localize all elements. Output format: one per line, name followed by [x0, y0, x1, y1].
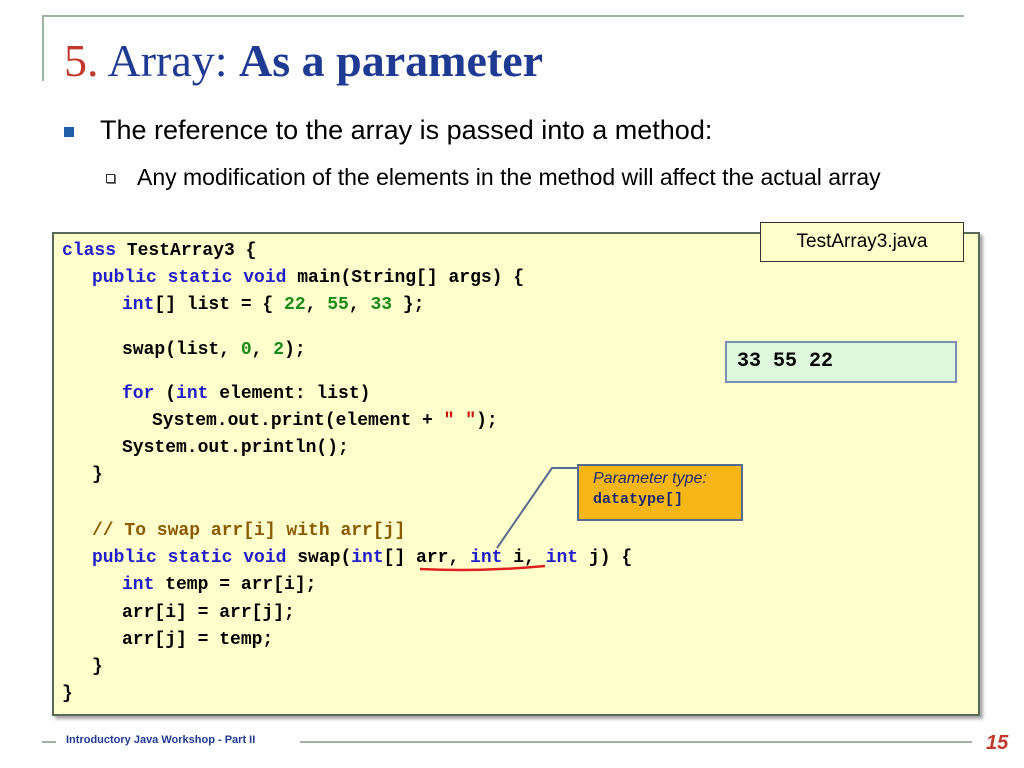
- code-line: }: [62, 684, 73, 704]
- code-box: [52, 232, 980, 716]
- underline-mark: [419, 564, 546, 572]
- code-line: public static void swap(int[] arr, int i…: [92, 549, 632, 567]
- code-text: );: [284, 340, 306, 360]
- code-text: [] arr,: [383, 548, 471, 568]
- code-text: System.out.print(element +: [152, 411, 444, 431]
- code-line: System.out.println();: [122, 438, 349, 458]
- code-line: swap(list, 0, 2);: [122, 341, 306, 359]
- code-text: temp = arr[i];: [154, 575, 317, 595]
- footer-line-left: [42, 741, 56, 743]
- code-line: for (int element: list): [122, 385, 370, 403]
- code-string: " ": [443, 411, 477, 431]
- code-line: arr[i] = arr[j];: [122, 603, 295, 623]
- code-line: int temp = arr[i];: [122, 576, 316, 594]
- code-text: j) {: [578, 548, 633, 568]
- code-text: i,: [502, 548, 546, 568]
- code-text: main(String[] args) {: [286, 268, 525, 288]
- code-line: }: [92, 657, 103, 677]
- code-keyword: class: [62, 241, 117, 261]
- code-number: 33: [370, 295, 393, 315]
- code-number: 22: [284, 295, 306, 315]
- code-text: (: [154, 384, 177, 404]
- code-number: 2: [273, 340, 285, 360]
- slide-title: 5. Array: As a parameter: [64, 38, 543, 84]
- code-keyword: int: [122, 575, 155, 595]
- box-bullet-icon: [106, 174, 115, 183]
- code-line: public static void main(String[] args) {: [92, 269, 524, 287]
- code-text: [] list = {: [154, 295, 285, 315]
- code-text: ,: [348, 295, 371, 315]
- output-box: 33 55 22: [725, 341, 957, 383]
- footer-line-right: [300, 741, 972, 743]
- callout-pointer: [496, 467, 578, 549]
- page-number: 15: [986, 732, 1009, 754]
- square-bullet-icon: [64, 127, 74, 137]
- code-keyword: int: [545, 548, 579, 568]
- parameter-callout: Parameter type: datatype[]: [577, 464, 743, 521]
- code-keyword: public static void: [92, 548, 287, 568]
- code-keyword: int: [351, 548, 384, 568]
- code-text: ,: [251, 340, 274, 360]
- code-keyword: int: [122, 295, 155, 315]
- code-text: };: [392, 295, 425, 315]
- code-text: swap(: [286, 548, 352, 568]
- bullet-level2: Any modification of the elements in the …: [137, 164, 881, 190]
- code-line: }: [92, 465, 103, 485]
- code-number: 55: [327, 295, 349, 315]
- code-keyword: int: [470, 548, 503, 568]
- callout-type: datatype[]: [593, 491, 684, 508]
- bullet-level1: The reference to the array is passed int…: [100, 115, 713, 145]
- frame-left-line: [42, 15, 44, 81]
- title-bold: As a parameter: [239, 35, 544, 86]
- code-text: ,: [305, 295, 328, 315]
- code-line: arr[j] = temp;: [122, 630, 274, 650]
- code-keyword: for: [122, 384, 155, 404]
- code-line: class TestArray3 {: [62, 242, 256, 260]
- code-text: element: list): [208, 384, 371, 404]
- code-line: System.out.print(element + " ");: [152, 412, 498, 430]
- code-text: swap(list,: [122, 340, 241, 360]
- code-keyword: int: [176, 384, 209, 404]
- frame-top-line: [42, 15, 964, 17]
- title-plain: Array:: [107, 35, 228, 86]
- footer-text: Introductory Java Workshop - Part II: [66, 734, 256, 746]
- code-text: );: [476, 411, 498, 431]
- code-comment: // To swap arr[i] with arr[j]: [92, 521, 406, 541]
- code-line: int[] list = { 22, 55, 33 };: [122, 296, 424, 314]
- callout-label: Parameter type:: [593, 470, 707, 487]
- code-text: TestArray3 {: [116, 241, 257, 261]
- code-keyword: public static void: [92, 268, 287, 288]
- code-number: 0: [240, 340, 252, 360]
- file-name-label: TestArray3.java: [760, 222, 964, 262]
- title-number: 5.: [64, 35, 99, 86]
